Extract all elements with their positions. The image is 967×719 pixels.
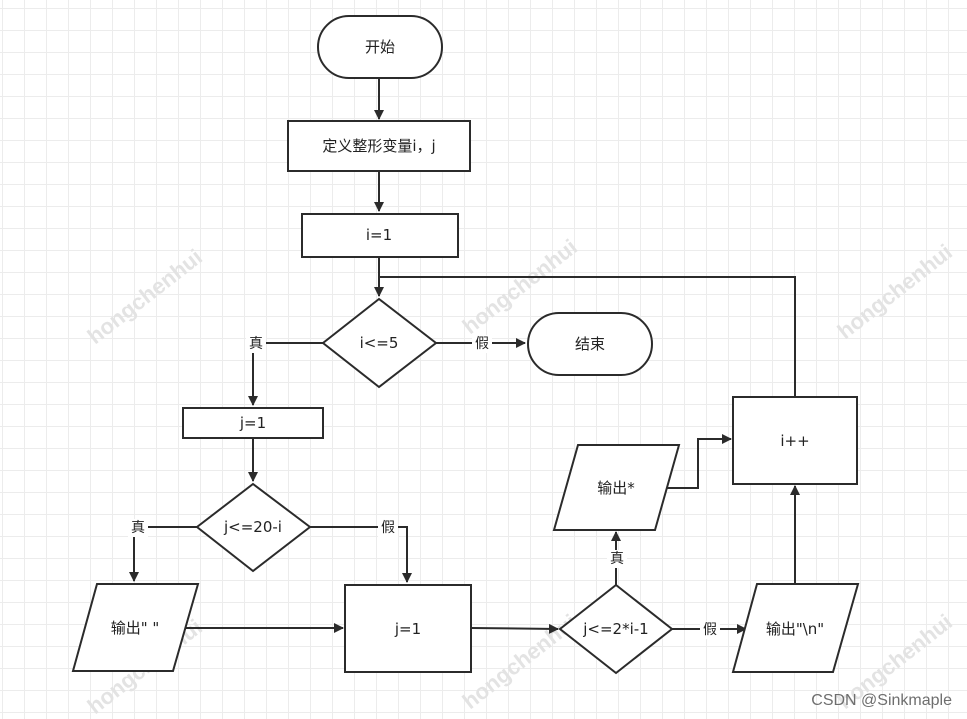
cond-j-false-label: 假 <box>381 520 395 536</box>
watermark-text: hongchenhui <box>83 244 207 349</box>
cond-star-node: j<=2*i-1 <box>558 583 674 675</box>
cond-star-decision <box>558 583 674 675</box>
reset-j-label: j=1 <box>394 620 421 638</box>
end-terminal <box>527 312 653 376</box>
cond-star-label: j<=2*i-1 <box>582 620 648 638</box>
watermark-text: hongchenhui <box>458 609 582 714</box>
increment-label: i++ <box>780 432 809 450</box>
increment-node: i++ <box>732 396 858 485</box>
init-j-node: j=1 <box>182 407 324 439</box>
cond-i-node: i<=5 <box>321 297 438 389</box>
init-i-process <box>301 213 459 258</box>
start-label: 开始 <box>365 38 395 56</box>
define-label: 定义整形变量i，j <box>322 137 435 155</box>
start-terminal <box>317 15 443 79</box>
edge-inc-loop <box>379 276 796 396</box>
reset-j-process <box>344 584 472 673</box>
watermark-text: hongchenhui <box>833 239 957 344</box>
output-newline-io <box>731 583 860 673</box>
define-process <box>287 120 471 172</box>
output-space-node: 输出" " <box>71 583 200 672</box>
cond-star-false-label: 假 <box>703 622 717 638</box>
output-star-label: 输出* <box>597 479 635 497</box>
start-node: 开始 <box>317 15 443 79</box>
credit-text: CSDN @Sinkmaple <box>811 692 952 709</box>
init-i-node: i=1 <box>301 213 459 258</box>
cond-j-true-label: 真 <box>131 520 145 536</box>
cond-j-decision <box>195 482 312 573</box>
edge-output-star-inc <box>665 434 732 489</box>
init-j-label: j=1 <box>239 414 266 432</box>
edge-labels: 真 假 真 假 真 假 <box>128 335 720 639</box>
output-star-io <box>552 444 681 531</box>
output-space-io <box>71 583 200 672</box>
define-node: 定义整形变量i，j <box>287 120 471 172</box>
cond-i-decision <box>321 297 438 389</box>
init-j-process <box>182 407 324 439</box>
output-newline-node: 输出"\n" <box>731 583 860 673</box>
output-star-node: 输出* <box>552 444 681 531</box>
init-i-label: i=1 <box>366 226 392 244</box>
edge-reset-cond-star <box>470 623 559 634</box>
edge-cond-j-false <box>310 526 412 583</box>
end-node: 结束 <box>527 312 653 376</box>
cond-j-node: j<=20-i <box>195 482 312 573</box>
output-space-label: 输出" " <box>111 619 160 637</box>
increment-process <box>732 396 858 485</box>
cond-i-false-label: 假 <box>475 336 489 352</box>
end-label: 结束 <box>575 335 605 353</box>
output-newline-label: 输出"\n" <box>766 620 824 638</box>
cond-star-true-label: 真 <box>610 551 624 567</box>
cond-j-label: j<=20-i <box>223 518 282 536</box>
reset-j-node: j=1 <box>344 584 472 673</box>
cond-i-true-label: 真 <box>249 336 263 352</box>
cond-i-label: i<=5 <box>360 334 399 352</box>
